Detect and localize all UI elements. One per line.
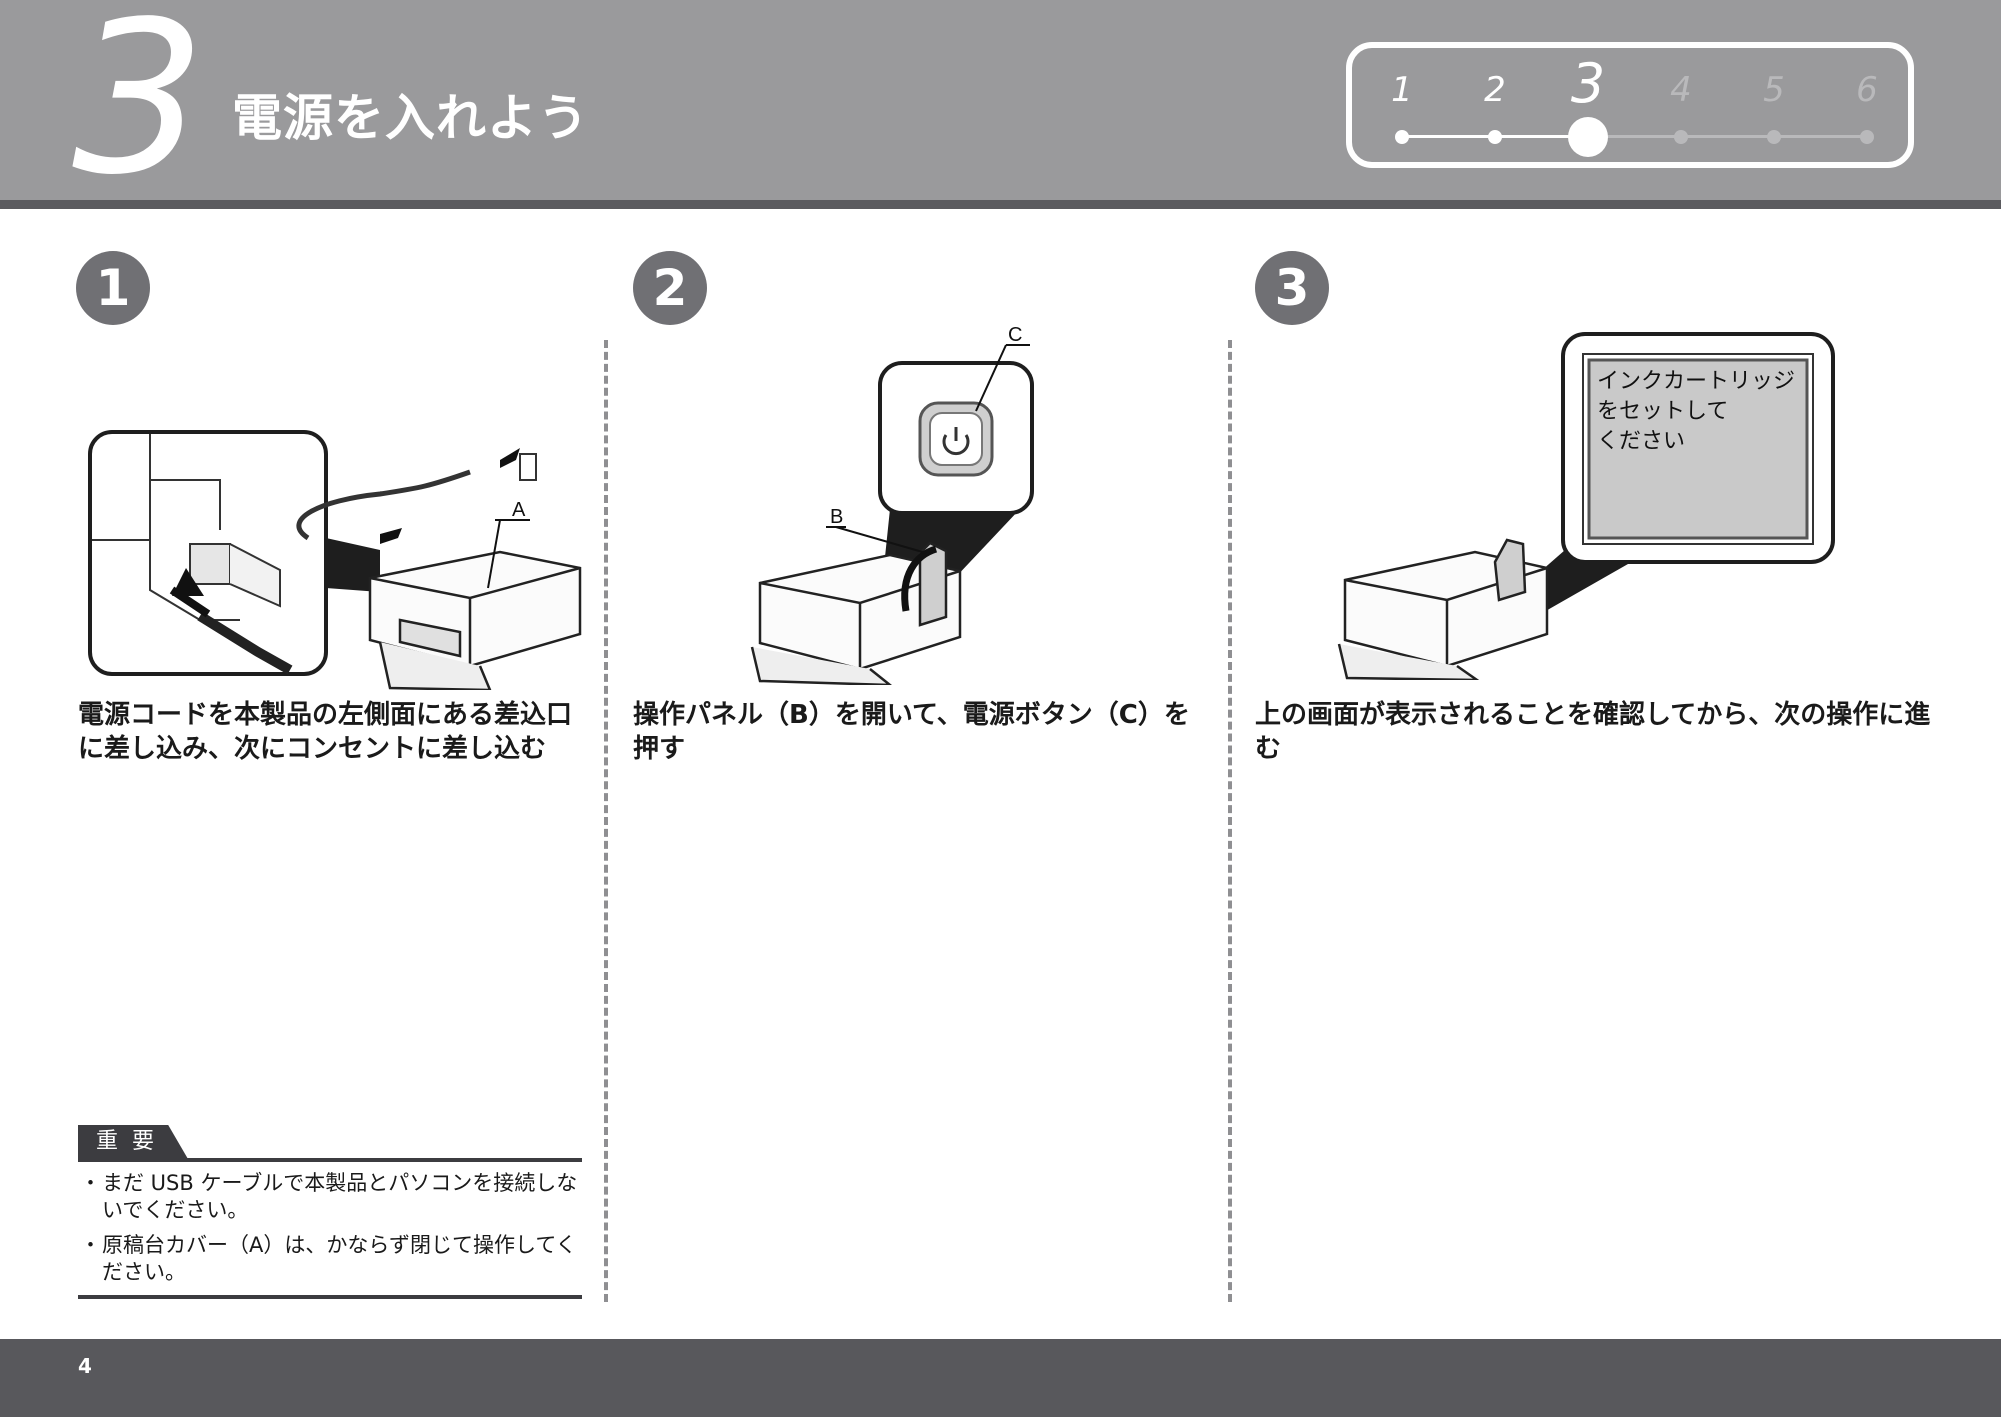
progress-dot-5 [1767, 130, 1781, 144]
callout-label-a: A [512, 499, 526, 521]
page-title: 電源を入れよう [232, 89, 589, 147]
important-item-1-text: まだ USB ケーブルで本製品とパソコンを接続しないでください。 [102, 1171, 578, 1222]
progress-step-1: 1 [1391, 70, 1413, 110]
page-number: 4 [78, 1354, 92, 1378]
important-top-rule [78, 1158, 582, 1162]
important-item-1: ・ まだ USB ケーブルで本製品とパソコンを接続しないでください。 [80, 1170, 580, 1224]
column-divider-1 [604, 340, 608, 1302]
progress-dot-3-current [1568, 117, 1608, 157]
lcd-line-1: インクカートリッジ [1597, 368, 1795, 393]
callout-wedge [326, 538, 380, 592]
step-badge-3: 3 [1255, 251, 1329, 325]
important-bottom-rule [78, 1295, 582, 1299]
open-panel-arrow-icon [901, 545, 938, 612]
power-button-illustration: C B [750, 325, 1034, 685]
progress-dot-1 [1395, 130, 1409, 144]
power-cord [296, 469, 471, 541]
step-badge-1: 1 [76, 251, 150, 325]
progress-step-4: 4 [1670, 70, 1692, 110]
progress-step-2: 2 [1484, 70, 1506, 110]
callout-label-c: C [1008, 325, 1022, 346]
power-plug-detail [169, 568, 293, 675]
step-badge-2: 2 [633, 251, 707, 325]
progress-step-6: 6 [1856, 70, 1878, 110]
lcd-display [1587, 358, 1809, 540]
lcd-line-3: ください [1597, 428, 1685, 453]
power-icon [942, 427, 970, 456]
bullet: ・ [80, 1233, 101, 1257]
important-item-2: ・ 原稿台カバー（A）は、かならず閉じて操作してください。 [80, 1232, 580, 1286]
step-2-instruction: 操作パネル（B）を開いて、電源ボタン（C）を押す [633, 700, 1190, 764]
printer-icon [368, 550, 582, 690]
important-item-2-text: 原稿台カバー（A）は、かならず閉じて操作してください。 [102, 1233, 577, 1284]
section-number: 3 [72, 0, 206, 221]
printer-icon [1337, 538, 1549, 680]
bullet: ・ [80, 1171, 101, 1195]
wall-outlet [519, 453, 537, 481]
header-rule [0, 200, 2001, 209]
step-progress-indicator: 1 2 3 4 5 6 [1346, 42, 1914, 168]
printer-side-detail [92, 434, 281, 621]
header-banner [0, 0, 2001, 204]
progress-step-3-current: 3 [1570, 52, 1606, 115]
lcd-screen-illustration: インクカートリッジ をセットして ください [1337, 332, 1835, 680]
outlet-arrow-icon [500, 448, 520, 468]
plug-arrow-icon [380, 528, 402, 544]
step-1-instruction: 電源コードを本製品の左側面にある差込口に差し込み、次にコンセントに差し込む [78, 700, 573, 764]
step-3-instruction: 上の画面が表示されることを確認してから、次の操作に進む [1255, 700, 1931, 764]
footer-bar [0, 1339, 2001, 1417]
printer-icon [750, 541, 962, 685]
callout-label-b: B [830, 506, 843, 528]
important-label: 重要 [78, 1125, 188, 1159]
progress-dot-2 [1488, 130, 1502, 144]
power-cord-illustration: A [88, 430, 582, 690]
progress-dot-6 [1860, 130, 1874, 144]
column-divider-2 [1228, 340, 1232, 1302]
lcd-line-2: をセットして [1597, 398, 1728, 423]
progress-step-5: 5 [1763, 70, 1785, 110]
progress-dot-4 [1674, 130, 1688, 144]
progress-track [1402, 135, 1866, 138]
